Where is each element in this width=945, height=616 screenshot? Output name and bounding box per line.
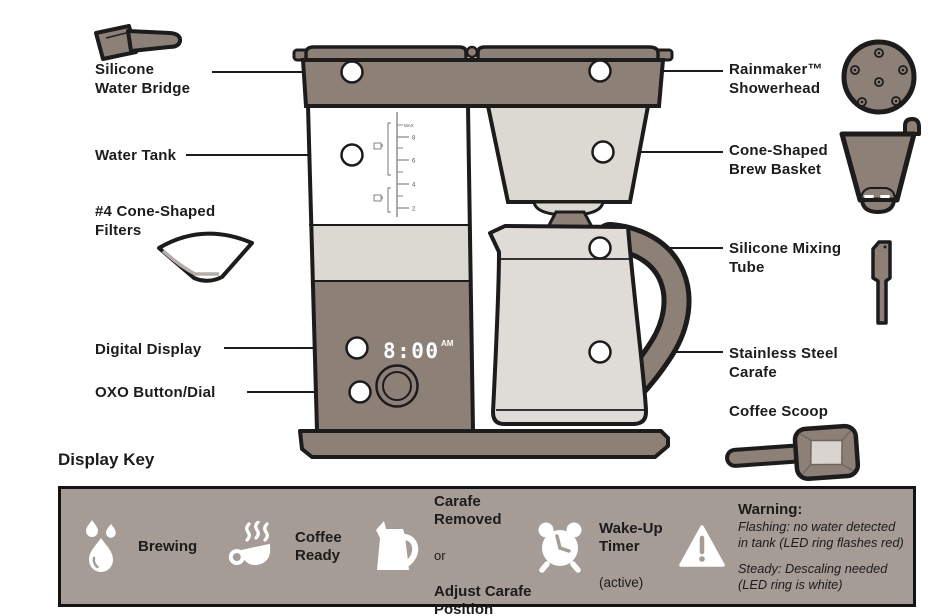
scale-tick-label: 2 xyxy=(412,207,416,213)
key-label-carafe-removed: Carafe Removed xyxy=(434,492,502,528)
callout-oxo-dial xyxy=(348,380,372,404)
water-tank-scale: MAX 8 6 4 2 xyxy=(373,112,416,217)
callout-mixing-tube xyxy=(588,236,612,260)
callout-carafe xyxy=(588,340,612,364)
label-oxo-button-dial: OXO Button/Dial xyxy=(95,384,216,401)
carafe-icon xyxy=(376,520,419,570)
lid-hinge-knob xyxy=(465,45,479,59)
key-item-warning: Warning: Flashing: no water detected in … xyxy=(679,489,945,604)
label-water-tank: Water Tank xyxy=(95,147,177,164)
display-key-heading: Display Key xyxy=(58,450,155,469)
label-silicone-water-bridge: Silicone Water Bridge xyxy=(95,61,191,97)
callout-brew-basket xyxy=(591,140,615,164)
brew-basket-illustration xyxy=(839,117,921,214)
machine-top-band xyxy=(300,58,666,108)
coffee-cup-icon xyxy=(228,520,271,565)
machine-lid xyxy=(292,45,674,62)
machine-base xyxy=(298,429,670,459)
alarm-clock-icon xyxy=(538,522,582,573)
carafe-body xyxy=(488,224,648,426)
water-tank-tower xyxy=(305,104,476,433)
callout-water-bridge xyxy=(340,60,364,84)
label-cone-brew-basket: Cone-Shaped Brew Basket xyxy=(729,142,828,178)
water-drops-icon xyxy=(86,519,116,572)
key-label-wake-up-bold: Wake-Up Timer xyxy=(599,519,663,555)
key-label-or: or xyxy=(434,547,446,563)
mixing-tube-illustration xyxy=(871,240,892,325)
key-warning-flashing: Flashing: no water detected in tank (LED… xyxy=(738,518,904,550)
callout-showerhead xyxy=(588,59,612,83)
oxo-dial xyxy=(375,364,419,408)
key-label-brewing: Brewing xyxy=(138,537,198,555)
digital-display-panel: 8:00 AM xyxy=(383,339,454,363)
display-key-box: Brewing Coffee Ready xyxy=(58,486,916,616)
scale-tick-label: 6 xyxy=(412,159,416,165)
scale-tick-label: 4 xyxy=(412,183,416,189)
key-label-active-note: (active) xyxy=(599,574,644,590)
key-item-wake-up-timer: Wake-Up Timer (active) xyxy=(534,489,663,604)
key-item-coffee-ready: Coffee Ready xyxy=(226,489,342,604)
callout-markers xyxy=(340,59,615,404)
warning-triangle-icon xyxy=(679,524,725,567)
cup-size-marker xyxy=(373,142,383,150)
carafe-handle xyxy=(595,222,692,401)
key-warning-title: Warning: xyxy=(738,500,803,518)
callout-water-tank xyxy=(340,143,364,167)
key-label-wake-up-timer: Wake-Up Timer (active) xyxy=(599,502,663,592)
brew-basket-housing xyxy=(485,104,651,229)
label-digital-display: Digital Display xyxy=(95,341,202,358)
key-label-carafe: Carafe Removed or Adjust Carafe Position xyxy=(434,475,532,616)
key-warning-text: Warning: Flashing: no water detected in … xyxy=(738,501,945,593)
label-coffee-scoop: Coffee Scoop xyxy=(729,403,829,420)
showerhead-illustration xyxy=(841,39,917,115)
clock-time: 8:00 xyxy=(383,339,440,363)
clock-meridiem: AM xyxy=(441,339,454,348)
label-filters: #4 Cone-Shaped Filters xyxy=(95,203,216,239)
label-rainmaker-showerhead: Rainmaker™ Showerhead xyxy=(729,61,823,97)
key-item-carafe: Carafe Removed or Adjust Carafe Position xyxy=(373,489,532,616)
label-silicone-mixing-tube: Silicone Mixing Tube xyxy=(729,240,842,276)
coffee-scoop-illustration xyxy=(725,423,861,482)
water-bridge-illustration xyxy=(94,24,183,61)
scale-max-label: MAX xyxy=(404,123,414,128)
key-warning-steady: Steady: Descaling needed (LED ring is wh… xyxy=(738,560,888,592)
label-stainless-carafe: Stainless Steel Carafe xyxy=(729,345,838,381)
filter-illustration xyxy=(157,231,254,283)
key-item-brewing: Brewing xyxy=(81,489,197,604)
scale-tick-label: 8 xyxy=(412,136,416,142)
cup-size-marker xyxy=(373,194,383,202)
key-label-adjust-carafe: Adjust Carafe Position xyxy=(434,582,532,616)
callout-digital-display xyxy=(345,336,369,360)
key-label-coffee-ready: Coffee Ready xyxy=(295,528,342,564)
